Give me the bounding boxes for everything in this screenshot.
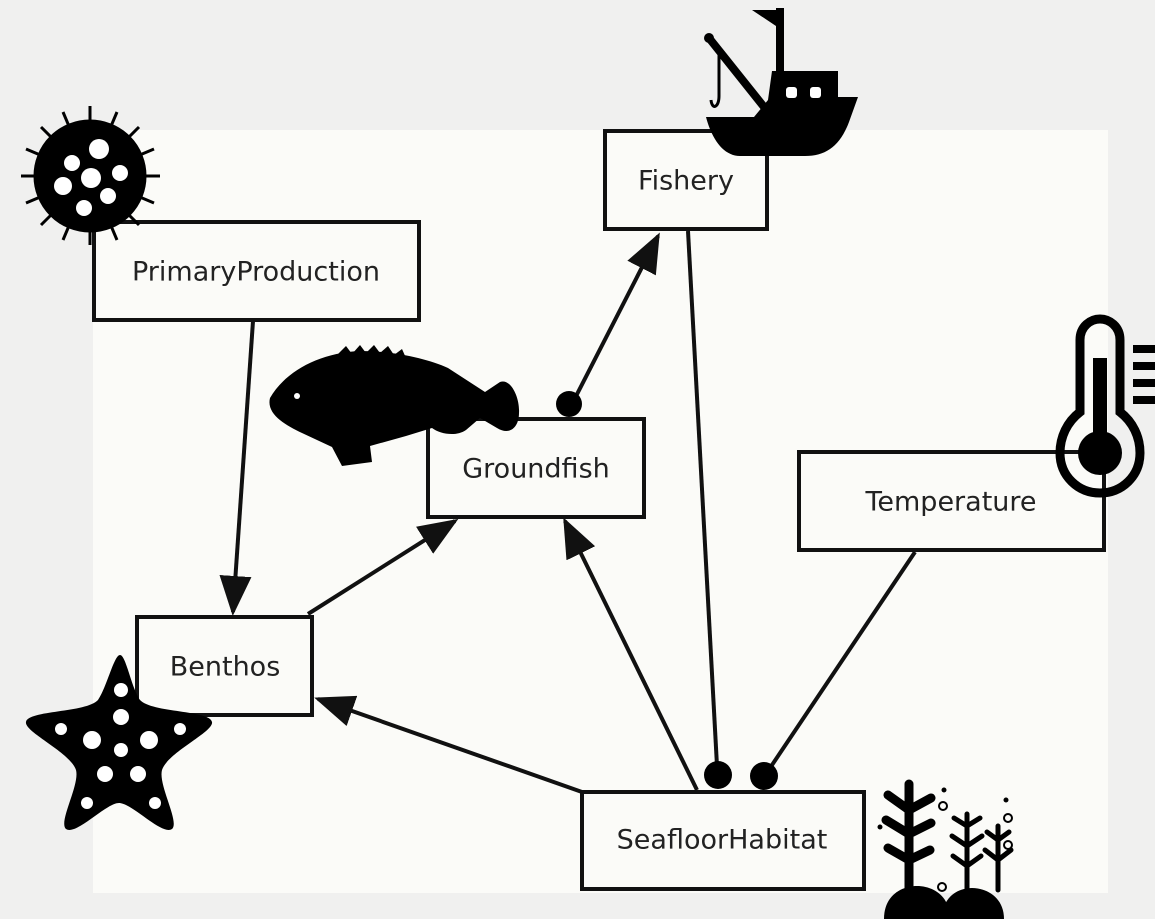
edge-primaryproduction-benthos — [219, 320, 255, 616]
coral-icon — [877, 779, 1014, 919]
node-seafloorhabitat[interactable]: SeafloorHabitat — [580, 790, 866, 891]
node-label: Groundfish — [462, 454, 610, 485]
node-label: Fishery — [638, 166, 734, 197]
node-label: Temperature — [864, 487, 1036, 518]
fishing-boat-icon — [704, 8, 858, 156]
edge-benthos-groundfish — [306, 518, 459, 616]
node-primaryproduction[interactable]: PrimaryProduction — [92, 220, 421, 322]
plankton-icon — [21, 106, 160, 245]
fish-icon — [269, 345, 520, 466]
edge-fishery-seafloorhabitat — [686, 230, 719, 767]
node-benthos[interactable]: Benthos — [135, 615, 314, 717]
edge-groundfish-fishery — [570, 232, 660, 405]
edge-seafloorhabitat-groundfish — [563, 517, 699, 791]
node-label: SeafloorHabitat — [617, 825, 828, 856]
edge-temperature-seafloorhabitat — [768, 550, 917, 770]
node-groundfish[interactable]: Groundfish — [426, 417, 646, 519]
edge-fishery-seafloorhabitat-dot — [704, 761, 732, 789]
edge-seafloorhabitat-benthos — [314, 695, 583, 794]
edge-temperature-seafloorhabitat-dot — [750, 762, 778, 790]
starfish-icon — [25, 655, 213, 830]
node-label: Benthos — [170, 652, 281, 683]
thermometer-icon — [1055, 314, 1155, 498]
edge-groundfish-fishery-dot — [556, 391, 582, 417]
node-temperature[interactable]: Temperature — [797, 450, 1106, 552]
node-label: PrimaryProduction — [132, 257, 380, 288]
edges — [219, 230, 917, 794]
